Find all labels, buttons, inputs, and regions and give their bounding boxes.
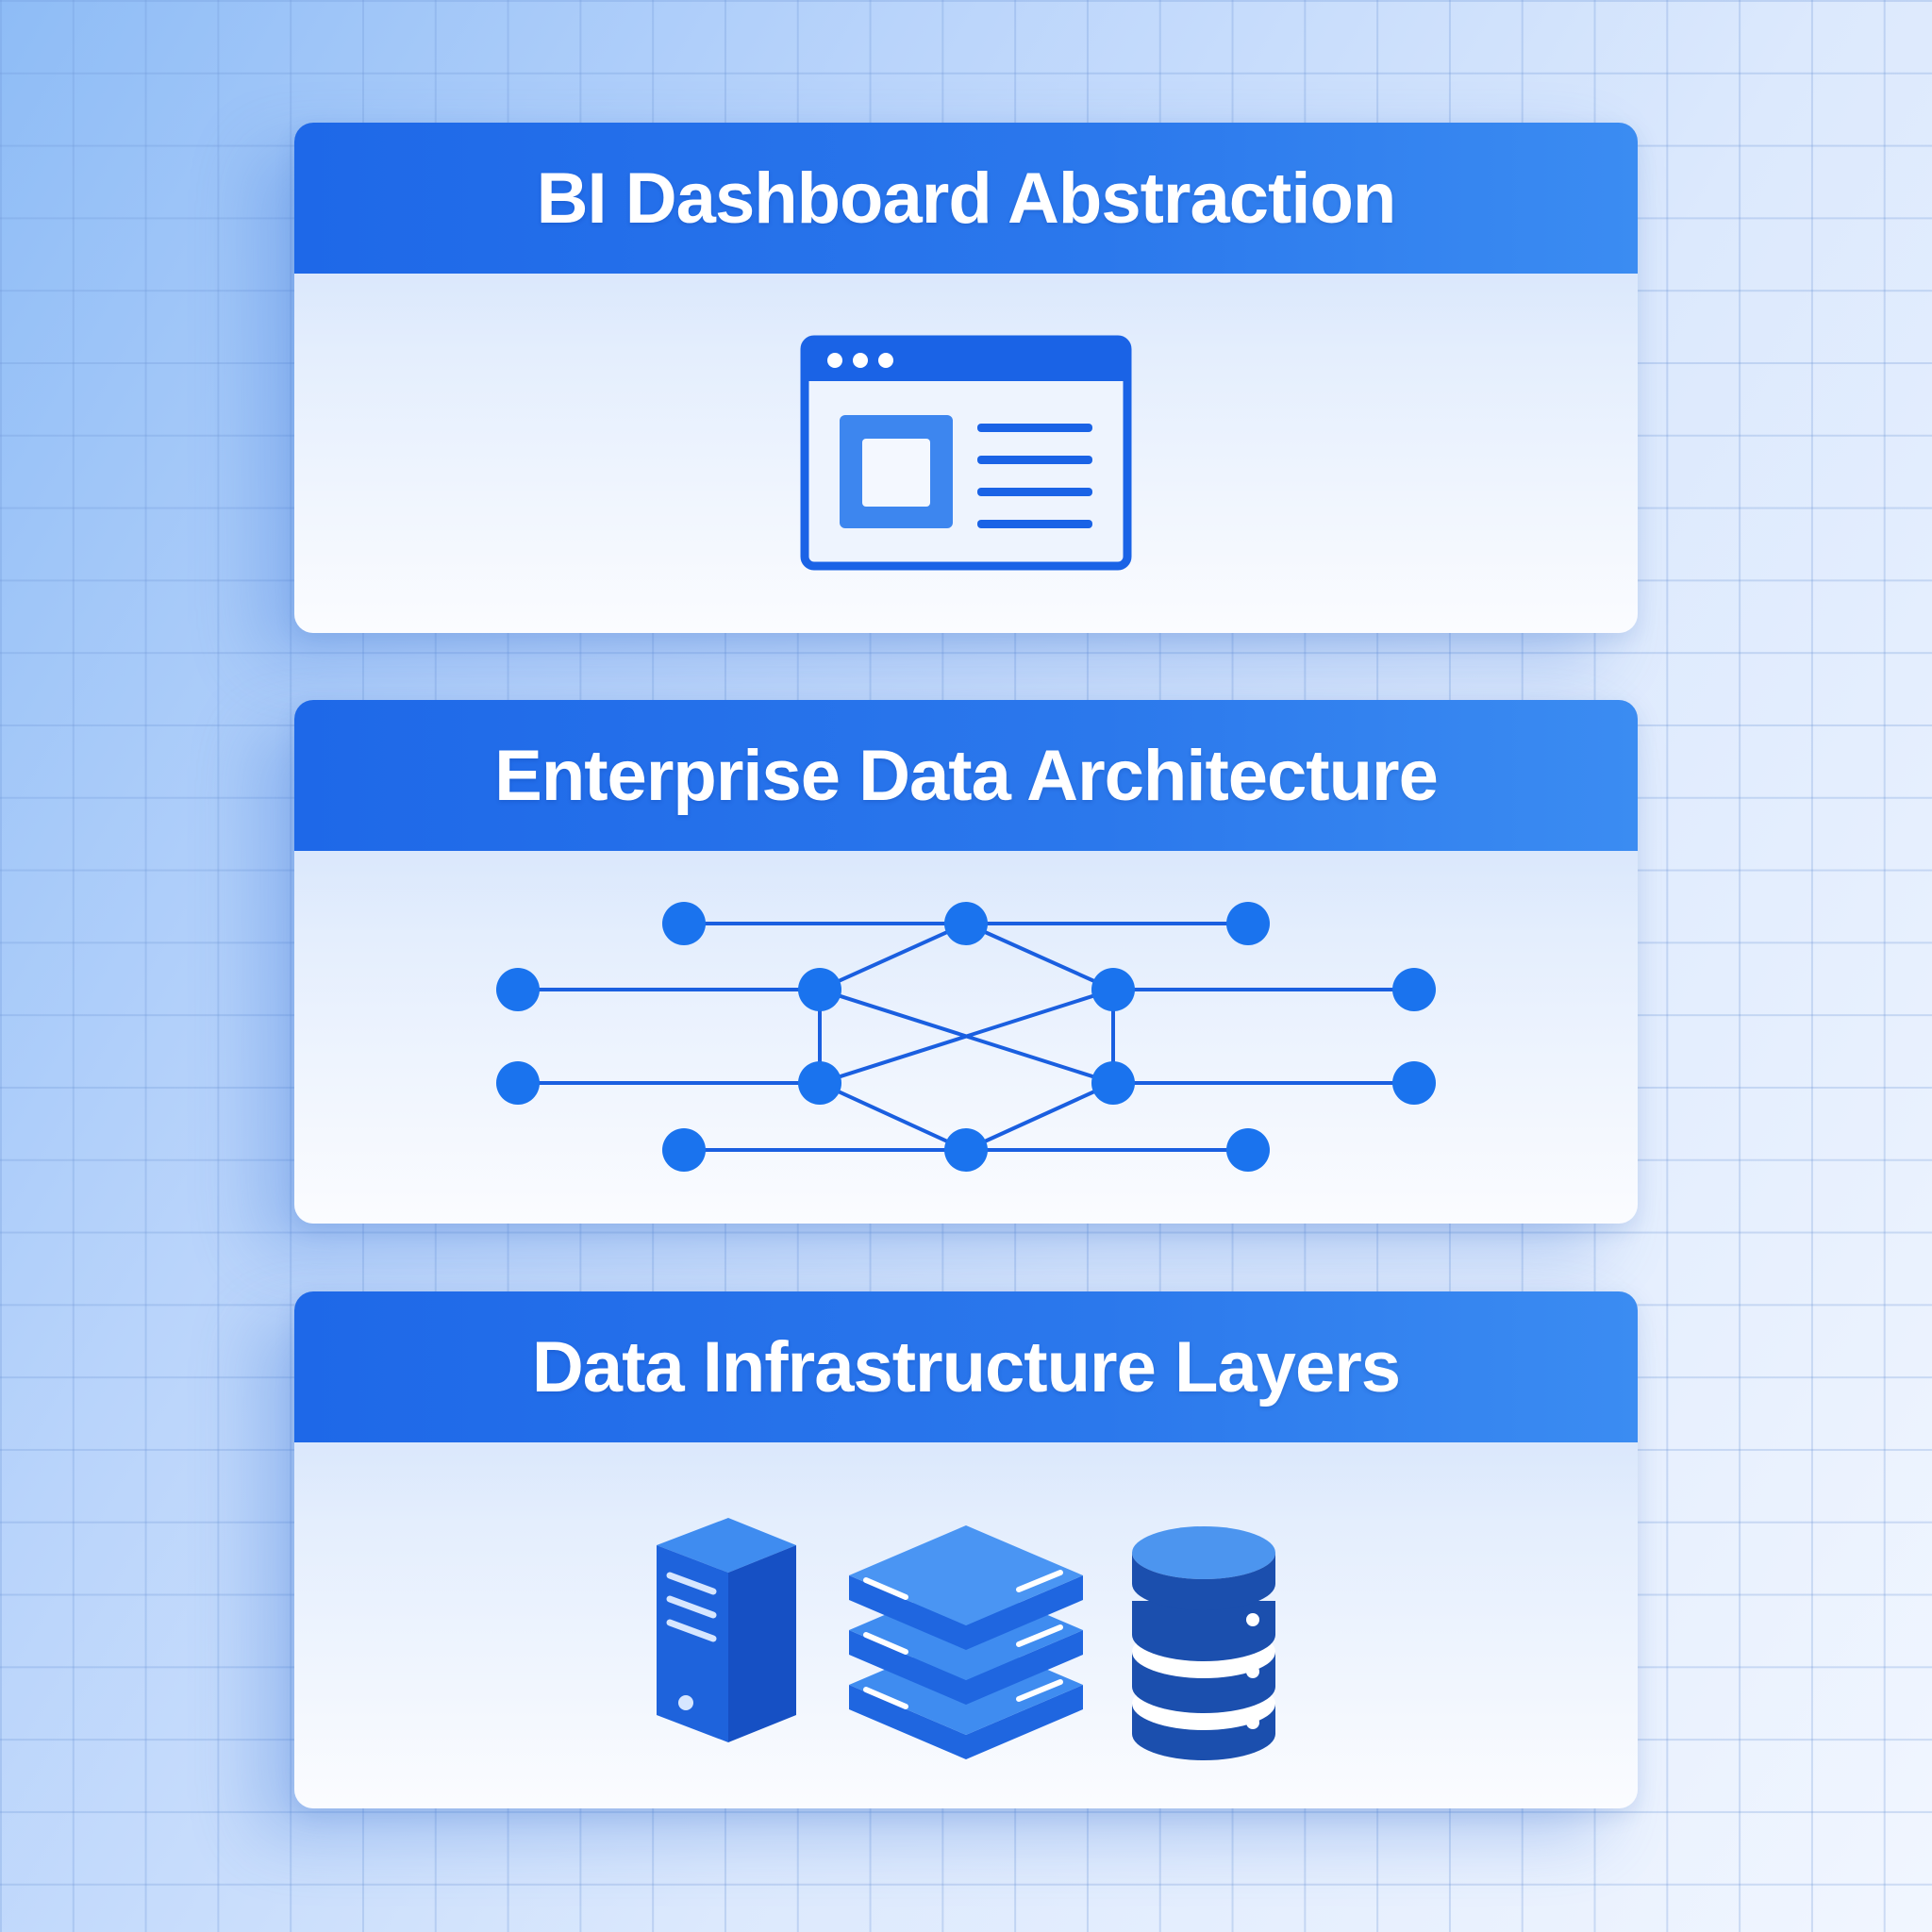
network-node bbox=[1392, 1061, 1436, 1105]
panel-body bbox=[294, 1442, 1638, 1808]
database-icon bbox=[1132, 1526, 1275, 1760]
network-node bbox=[1091, 968, 1135, 1011]
network-node bbox=[496, 1061, 540, 1105]
network-node bbox=[944, 1128, 988, 1172]
network-node bbox=[662, 902, 706, 945]
panel-body bbox=[294, 851, 1638, 1224]
panel-header: BI Dashboard Abstraction bbox=[294, 123, 1638, 274]
infrastructure-icons bbox=[657, 1518, 1275, 1760]
panel-header: Enterprise Data Architecture bbox=[294, 700, 1638, 851]
panel-title: Data Infrastructure Layers bbox=[531, 1326, 1401, 1407]
network-node bbox=[1226, 902, 1270, 945]
panel-bi-dashboard: BI Dashboard Abstraction bbox=[294, 123, 1638, 633]
dashboard-window-icon bbox=[800, 335, 1132, 571]
panel-header: Data Infrastructure Layers bbox=[294, 1291, 1638, 1442]
panel-enterprise-data-architecture: Enterprise Data Architecture bbox=[294, 700, 1638, 1224]
panel-title: Enterprise Data Architecture bbox=[494, 735, 1439, 816]
network-node bbox=[662, 1128, 706, 1172]
server-tower-icon bbox=[657, 1518, 796, 1742]
panel-body bbox=[294, 274, 1638, 633]
panel-data-infrastructure-layers: Data Infrastructure Layers bbox=[294, 1291, 1638, 1808]
network-node bbox=[944, 902, 988, 945]
network-graph-icon bbox=[496, 902, 1436, 1172]
stacked-layers-icon bbox=[849, 1525, 1083, 1759]
panel-title: BI Dashboard Abstraction bbox=[536, 158, 1397, 239]
network-node bbox=[798, 1061, 841, 1105]
network-node bbox=[496, 968, 540, 1011]
network-node bbox=[1226, 1128, 1270, 1172]
network-node bbox=[1392, 968, 1436, 1011]
network-node bbox=[1091, 1061, 1135, 1105]
network-node bbox=[798, 968, 841, 1011]
